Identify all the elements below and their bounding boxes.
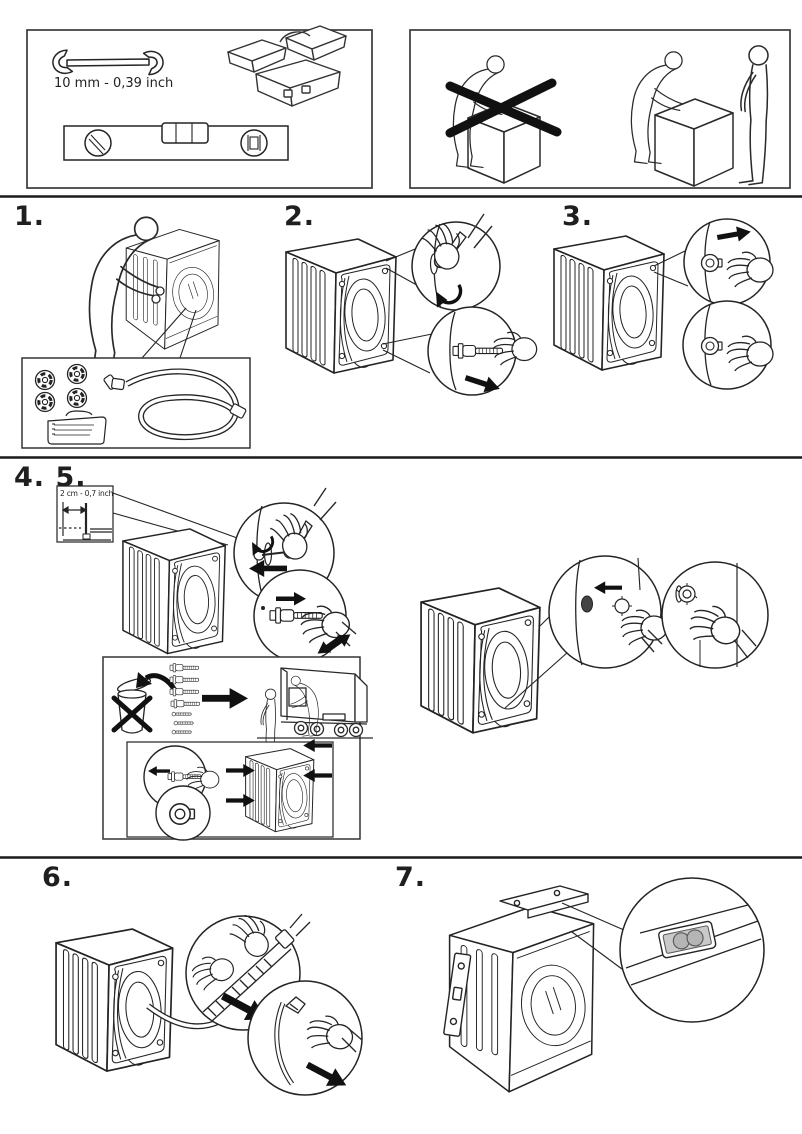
washing-machine-rear-icon <box>420 587 541 734</box>
two-person-lift-icon <box>630 45 769 187</box>
hose-nut-icon <box>675 583 698 605</box>
step-6-number: 6. <box>42 862 74 893</box>
prohibited-cross-icon <box>445 78 562 138</box>
single-person-lift-prohibited-icon <box>445 55 562 184</box>
transport-hole-cap-icon <box>34 369 56 391</box>
wall-clearance-label: 2 cm - 0,7 inch <box>60 489 114 498</box>
do-not-discard-bin-icon <box>111 677 153 734</box>
hose-clip-icon <box>284 996 306 1014</box>
washing-machine-rear-icon <box>55 928 174 1072</box>
hose-clip-detail-circle <box>247 980 363 1096</box>
step-1-number: 1. <box>14 201 46 232</box>
open-end-wrench-icon <box>52 49 164 76</box>
washing-machine-rear-icon <box>245 748 315 833</box>
step-2-illustration <box>285 213 538 397</box>
step-3-illustration <box>553 218 774 390</box>
step-4-5-number: 4. 5. <box>14 462 87 493</box>
washing-machine-front-icon <box>125 228 220 350</box>
insert-filter-detail-circle <box>548 555 668 669</box>
toolbox-icon <box>227 25 347 107</box>
screw-hose-detail-circle <box>661 561 769 669</box>
washing-machine-front-icon <box>448 905 595 1093</box>
section-dividers <box>0 195 802 859</box>
fit-cap-bottom-detail-circle <box>682 300 774 390</box>
step-6-illustration <box>55 908 363 1096</box>
washing-machine-rear-icon <box>122 528 226 655</box>
level-bubble-icon <box>658 920 717 959</box>
inlet-hose-icon <box>103 368 247 441</box>
tools-panel-illustration <box>26 25 373 189</box>
step-5-illustration <box>420 555 769 734</box>
unscrew-bolt-detail-circle <box>411 213 501 311</box>
washing-machine-rear-icon <box>553 235 665 371</box>
step-1-illustration <box>21 216 251 449</box>
transport-hole-cap-icon <box>66 363 88 385</box>
side-shipping-bracket-icon <box>443 952 472 1037</box>
keep-bolts-transport-box <box>102 656 373 841</box>
moving-truck-icon <box>257 667 373 766</box>
pull-bolt-detail-circle <box>427 306 538 397</box>
washing-machine-rear-icon <box>285 238 397 374</box>
hold-bolt-detail-circle <box>253 569 357 663</box>
transport-hole-cap-icon <box>34 391 56 413</box>
measuring-cup-icon <box>47 410 107 445</box>
level-check-detail-circle <box>619 877 765 1023</box>
wall-clearance-diagram <box>56 485 252 546</box>
top-shipping-bracket-icon <box>499 885 589 919</box>
transport-hole-cap-icon <box>66 387 88 409</box>
step-4-illustration <box>56 485 373 841</box>
step-7-number: 7. <box>395 862 427 893</box>
step-2-number: 2. <box>284 201 316 232</box>
step-3-number: 3. <box>562 201 594 232</box>
wrench-size-label: 10 mm - 0,39 inch <box>54 76 174 91</box>
spirit-level-icon <box>63 122 289 161</box>
step-7-illustration <box>443 877 765 1093</box>
fit-cap-top-detail-circle <box>683 218 774 306</box>
inlet-filter-icon <box>612 596 632 616</box>
reinstall-bolts-box <box>126 739 334 841</box>
accessory-kit-box <box>21 357 251 449</box>
lifting-panel-illustration <box>409 29 791 189</box>
